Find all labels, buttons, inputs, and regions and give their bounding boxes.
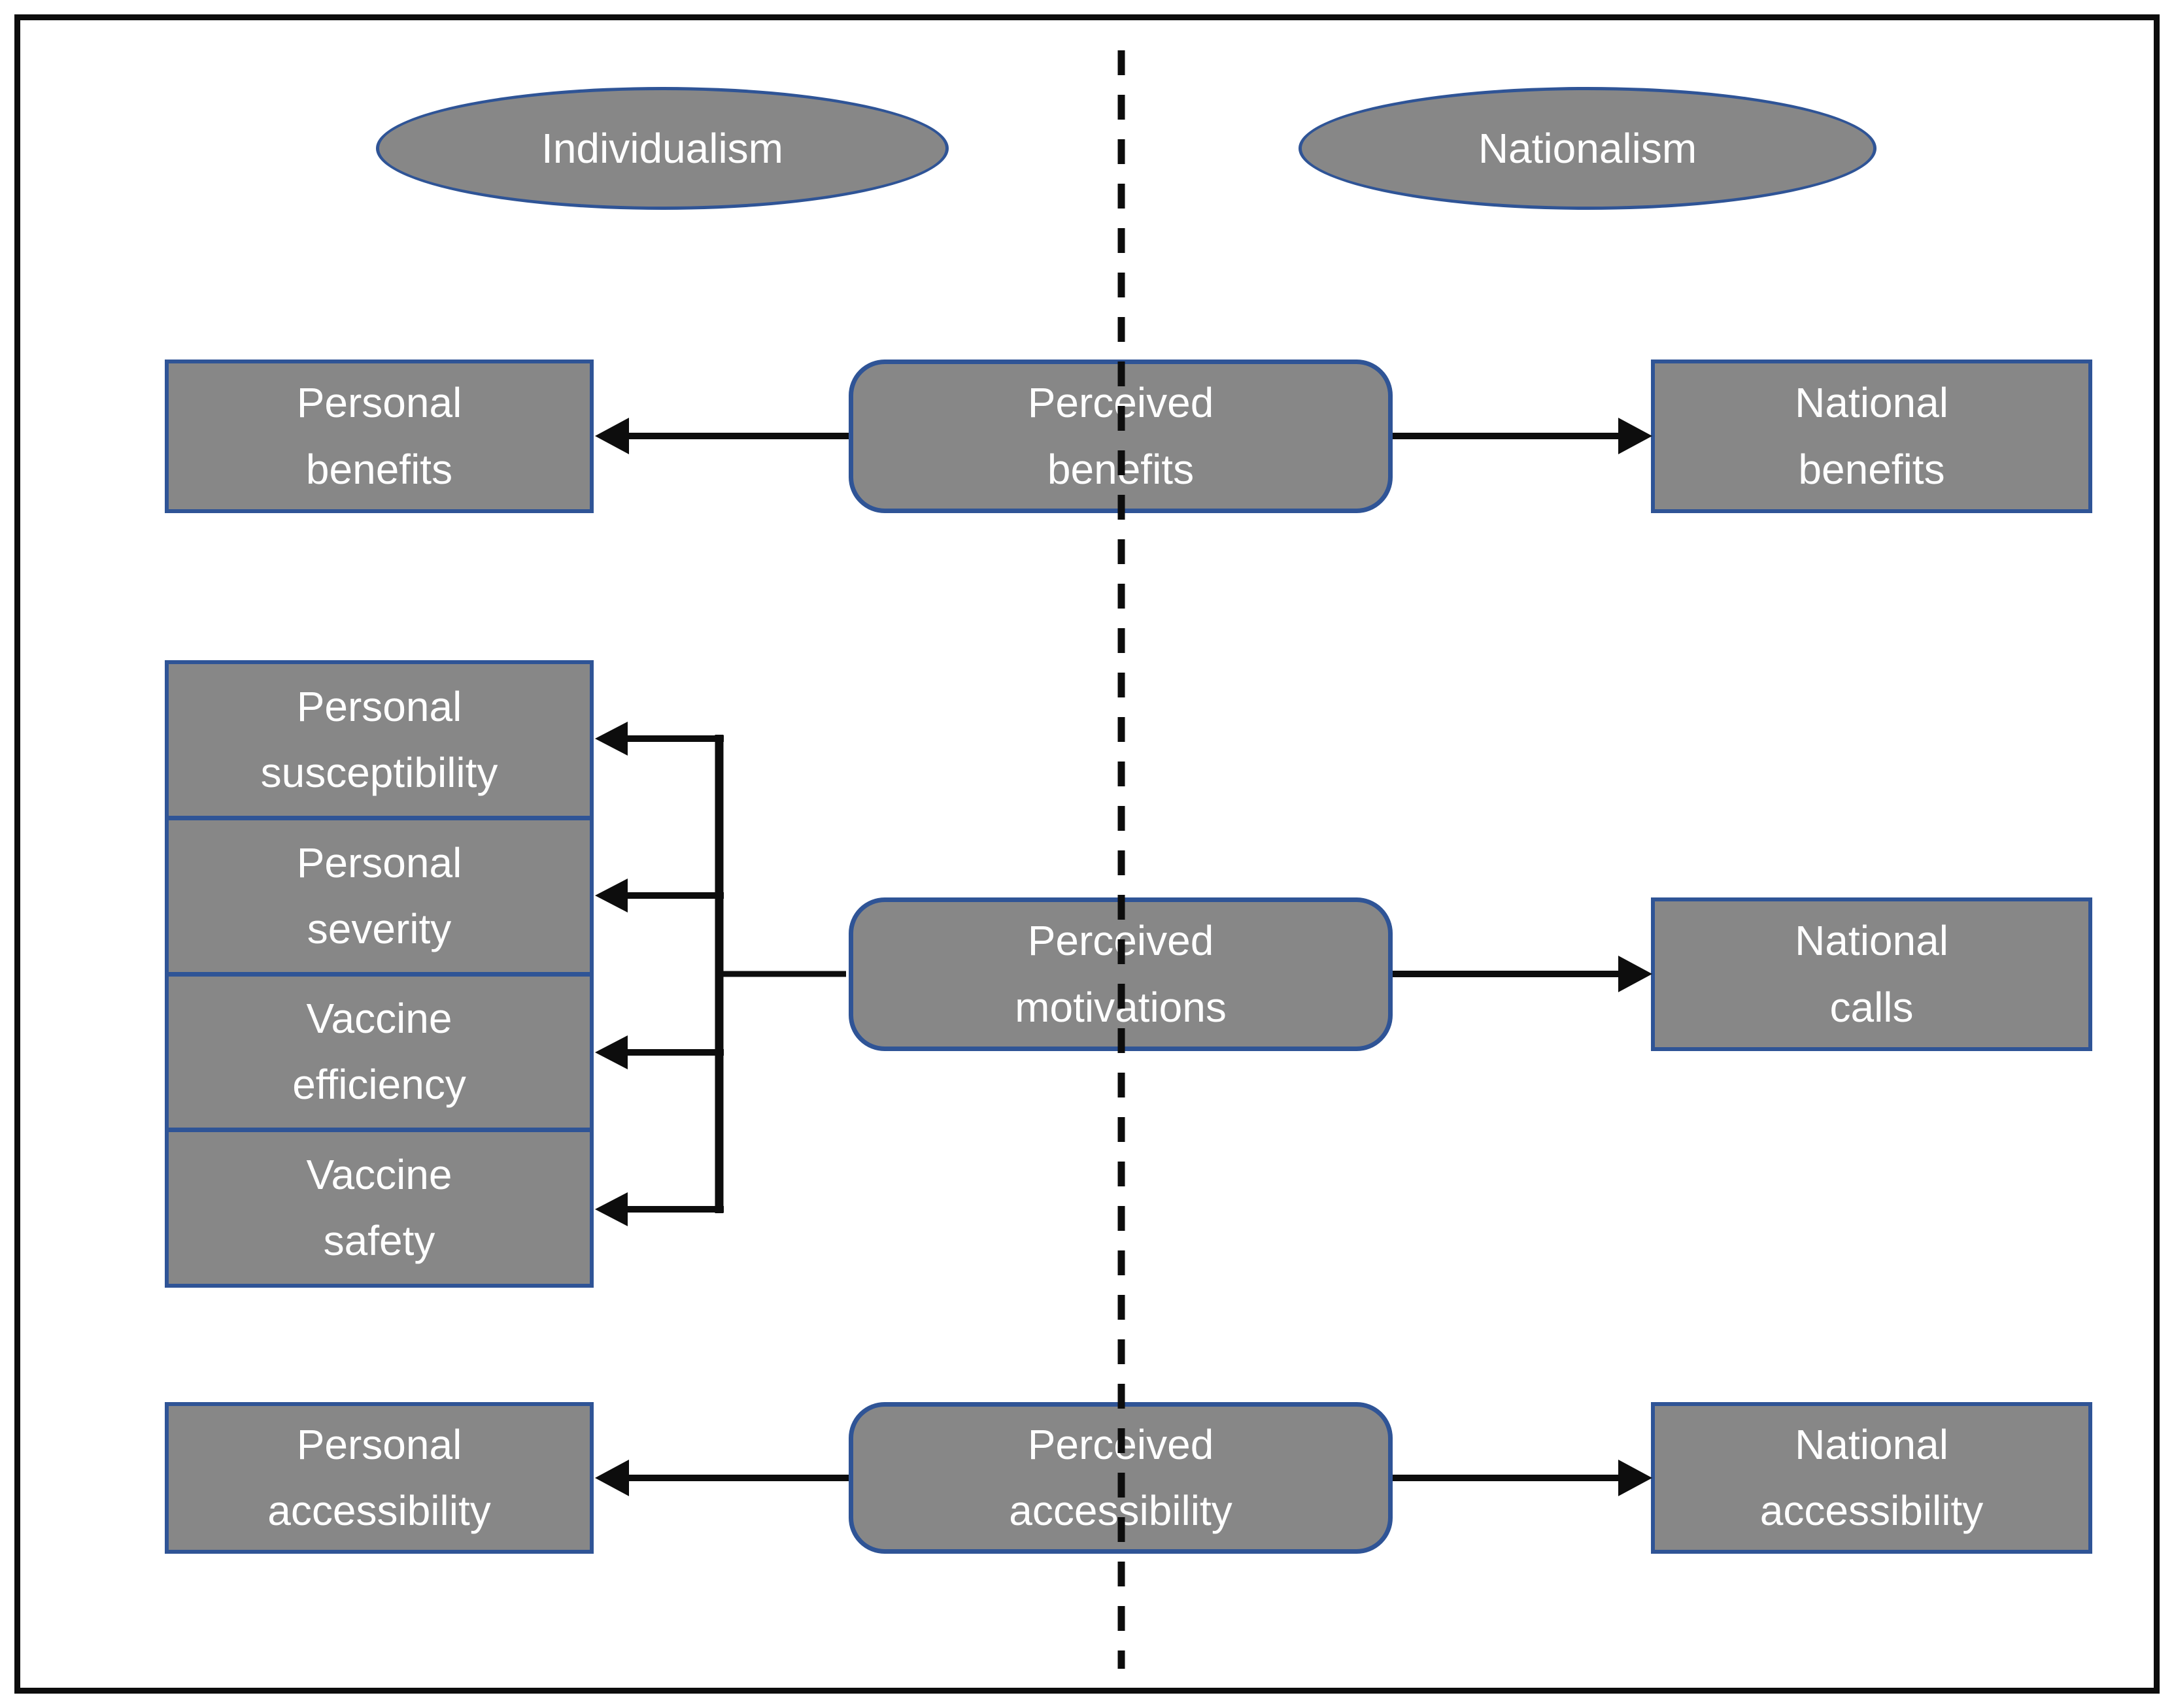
perceived-motivations-line1: Perceived [1027,917,1214,965]
perceived-accessibility-box: Perceived accessibility [849,1402,1393,1554]
perceived-benefits-box: Perceived benefits [849,360,1393,513]
nationalism-ellipse: Nationalism [1299,87,1877,210]
personal-severity-line2: severity [307,905,452,952]
vaccine-safety-box: Vaccine safety [169,1132,590,1284]
national-calls-line1: National [1795,917,1948,965]
individualism-ellipse: Individualism [376,87,949,210]
vaccine-safety-line1: Vaccine [306,1151,452,1199]
individualism-label: Individualism [541,124,783,172]
personal-accessibility-line1: Personal [296,1420,462,1468]
national-accessibility-line1: National [1795,1420,1948,1468]
vaccine-efficiency-line1: Vaccine [306,995,452,1043]
personal-severity-line1: Personal [296,839,462,886]
national-benefits-line2: benefits [1798,445,1945,493]
figure-border [14,14,2160,1694]
vaccine-efficiency-line2: efficiency [292,1061,466,1109]
perceived-benefits-line2: benefits [1047,445,1195,493]
national-calls-line2: calls [1829,983,1914,1031]
national-accessibility-line2: accessibility [1759,1487,1984,1534]
factor-stack: Personal susceptibility Personal severit… [165,660,594,1288]
nationalism-label: Nationalism [1478,124,1697,172]
perceived-motivations-box: Perceived motivations [849,897,1393,1051]
vaccine-safety-line2: safety [323,1217,435,1265]
personal-benefits-box: Personal benefits [165,360,594,513]
perceived-motivations-line2: motivations [1015,983,1227,1031]
personal-susceptibility-line2: susceptibility [260,748,498,796]
perceived-accessibility-line2: accessibility [1009,1487,1232,1534]
personal-susceptibility-line1: Personal [296,682,462,730]
personal-benefits-line2: benefits [305,445,453,493]
national-accessibility-box: National accessibility [1651,1402,2092,1554]
perceived-accessibility-line1: Perceived [1027,1420,1214,1468]
personal-susceptibility-box: Personal susceptibility [169,664,590,820]
perceived-benefits-line1: Perceived [1027,379,1214,427]
personal-severity-box: Personal severity [169,820,590,977]
personal-accessibility-line2: accessibility [267,1487,491,1534]
personal-accessibility-box: Personal accessibility [165,1402,594,1554]
national-benefits-line1: National [1795,379,1948,427]
national-benefits-box: National benefits [1651,360,2092,513]
vaccine-efficiency-box: Vaccine efficiency [169,977,590,1133]
national-calls-box: National calls [1651,897,2092,1051]
personal-benefits-line1: Personal [296,379,462,427]
